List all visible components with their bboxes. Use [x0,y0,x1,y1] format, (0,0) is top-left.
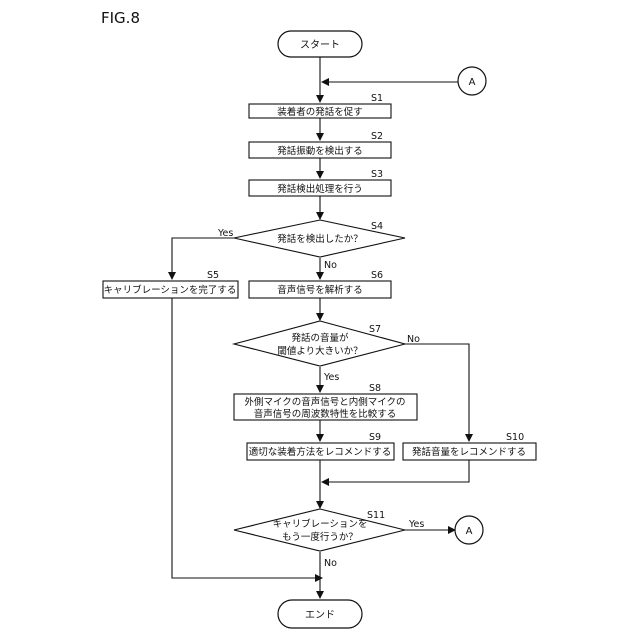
s4-yes-label: Yes [217,228,233,239]
step-s6-id: S6 [371,270,383,281]
decision-s7: 発話の音量が 閾値より大きいか？ S7 [234,321,405,366]
s7-no-label: No [407,334,420,345]
step-s8-line2: 音声信号の周波数特性を比較する [254,408,397,420]
step-s2-text: 発話振動を検出する [277,145,363,157]
connector-a-bottom-label: A [466,526,473,537]
decision-s7-line1: 発話の音量が [291,332,349,344]
step-s9-text: 適切な装着方法をレコメンドする [249,446,392,458]
decision-s11-id: S11 [367,510,385,521]
edge-s10-merge [322,460,469,482]
decision-s4: 発話を検出したか？ S4 [234,220,405,257]
end-label: エンド [305,610,335,621]
connector-a-bottom: A [455,516,483,544]
step-s3-id: S3 [371,169,383,180]
s4-no-label: No [324,260,337,271]
decision-s7-line2: 閾値より大きいか？ [277,345,362,357]
decision-s11: キャリブレーションを もう一度行うか？ S11 [234,509,405,551]
step-s5-id: S5 [207,270,219,281]
s7-yes-label: Yes [323,372,339,383]
edge-s4-yes-s5 [172,238,234,279]
s11-no-label: No [324,558,337,569]
step-s9-id: S9 [369,432,381,443]
decision-s11-line2: もう一度行うか？ [282,531,358,543]
edge-s7-no-s10 [405,344,469,441]
connector-a-top: A [458,67,486,95]
start-terminal: スタート [278,31,362,57]
step-s3-text: 発話検出処理を行う [277,183,363,195]
step-s5: キャリブレーションを完了する S5 [103,270,238,298]
s11-yes-label: Yes [408,519,424,530]
start-label: スタート [300,39,340,51]
step-s10-text: 発話音量をレコメンドする [412,446,526,458]
connector-a-top-label: A [469,77,476,88]
decision-s11-line1: キャリブレーションを [273,518,368,530]
step-s10-id: S10 [506,432,524,443]
decision-s4-text: 発話を検出したか？ [277,233,363,245]
step-s8-id: S8 [369,383,381,394]
step-s1-id: S1 [371,93,383,104]
decision-s4-id: S4 [371,221,383,232]
step-s2-id: S2 [371,131,383,142]
step-s8: 外側マイクの音声信号と内側マイクの 音声信号の周波数特性を比較する S8 [234,383,417,420]
step-s8-line1: 外側マイクの音声信号と内側マイクの [244,396,405,408]
end-terminal: エンド [278,600,362,628]
step-s5-text: キャリブレーションを完了する [104,284,237,296]
step-s1-text: 装着者の発話を促す [277,106,363,118]
decision-s7-id: S7 [369,324,381,335]
step-s6-text: 音声信号を解析する [277,284,363,296]
